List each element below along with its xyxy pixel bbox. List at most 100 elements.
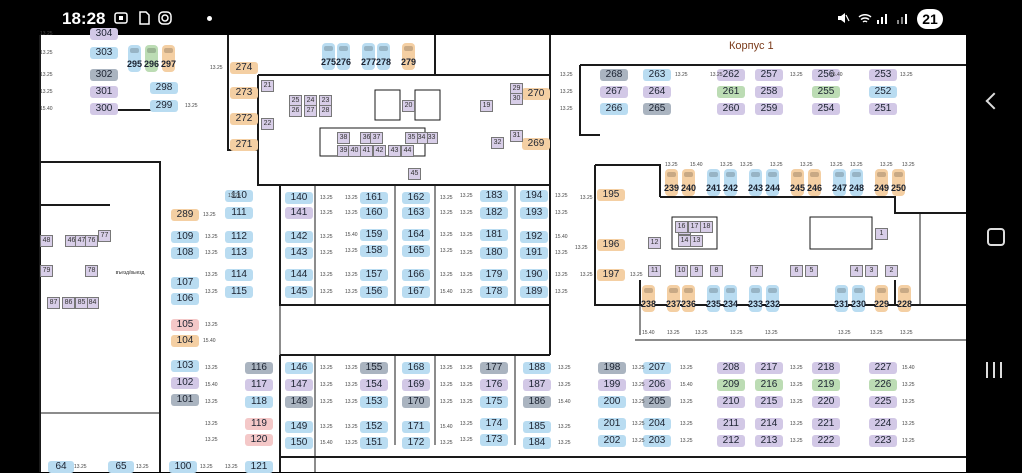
storage-cell[interactable]: 30 — [510, 93, 523, 105]
parking-spot[interactable]: 232 — [765, 285, 780, 312]
parking-spot[interactable]: 110 — [225, 190, 253, 202]
parking-spot[interactable]: 148 — [285, 396, 313, 408]
parking-spot[interactable]: 219 — [812, 379, 840, 391]
parking-spot[interactable]: 180 — [480, 247, 508, 259]
parking-spot[interactable]: 210 — [717, 396, 745, 408]
storage-cell[interactable]: 13 — [690, 235, 703, 247]
parking-spot[interactable]: 178 — [480, 286, 508, 298]
storage-cell[interactable]: 12 — [648, 237, 661, 249]
parking-spot[interactable]: 249 — [874, 169, 889, 196]
storage-cell[interactable]: 48 — [40, 235, 53, 247]
parking-spot[interactable]: 102 — [171, 377, 199, 389]
storage-cell[interactable]: 16 — [675, 221, 688, 233]
parking-spot[interactable]: 194 — [520, 190, 548, 202]
parking-spot[interactable]: 151 — [360, 437, 388, 449]
parking-spot[interactable]: 188 — [523, 362, 551, 374]
parking-spot[interactable]: 238 — [641, 285, 656, 312]
storage-cell[interactable]: 77 — [98, 230, 111, 242]
parking-spot[interactable]: 212 — [717, 435, 745, 447]
parking-spot[interactable]: 174 — [480, 418, 508, 430]
parking-spot[interactable]: 224 — [869, 418, 897, 430]
storage-cell[interactable]: 18 — [700, 221, 713, 233]
parking-spot[interactable]: 182 — [480, 207, 508, 219]
parking-spot[interactable]: 231 — [834, 285, 849, 312]
parking-spot[interactable]: 147 — [285, 379, 313, 391]
parking-spot[interactable]: 218 — [812, 362, 840, 374]
parking-spot[interactable]: 200 — [598, 396, 626, 408]
parking-spot[interactable]: 295 — [127, 45, 142, 72]
parking-spot[interactable]: 161 — [360, 192, 388, 204]
parking-spot[interactable]: 303 — [90, 47, 118, 59]
parking-spot[interactable]: 65 — [108, 461, 134, 473]
parking-spot[interactable]: 296 — [144, 45, 159, 72]
parking-spot[interactable]: 100 — [169, 461, 197, 473]
parking-spot[interactable]: 120 — [245, 434, 273, 446]
parking-spot[interactable]: 234 — [723, 285, 738, 312]
parking-spot[interactable]: 260 — [717, 103, 745, 115]
parking-spot[interactable]: 185 — [523, 421, 551, 433]
parking-spot[interactable]: 105 — [171, 319, 199, 331]
parking-spot[interactable]: 171 — [402, 421, 430, 433]
storage-cell[interactable]: 35 — [405, 132, 418, 144]
storage-cell[interactable]: 45 — [408, 168, 421, 180]
parking-spot[interactable]: 205 — [643, 396, 671, 408]
parking-spot[interactable]: 269 — [522, 138, 550, 150]
parking-spot[interactable]: 108 — [171, 247, 199, 259]
parking-spot[interactable]: 166 — [402, 269, 430, 281]
parking-spot[interactable]: 156 — [360, 286, 388, 298]
parking-spot[interactable]: 250 — [891, 169, 906, 196]
parking-spot[interactable]: 164 — [402, 229, 430, 241]
parking-spot[interactable]: 177 — [480, 362, 508, 374]
storage-cell[interactable]: 6 — [790, 265, 803, 277]
parking-spot[interactable]: 298 — [150, 82, 178, 94]
back-icon[interactable] — [985, 92, 1003, 110]
parking-spot[interactable]: 230 — [851, 285, 866, 312]
storage-cell[interactable]: 78 — [85, 265, 98, 277]
parking-spot[interactable]: 237 — [666, 285, 681, 312]
parking-spot[interactable]: 257 — [755, 69, 783, 81]
parking-spot[interactable]: 209 — [717, 379, 745, 391]
parking-spot[interactable]: 152 — [360, 421, 388, 433]
storage-cell[interactable]: 85 — [75, 297, 88, 309]
parking-spot[interactable]: 145 — [285, 286, 313, 298]
parking-spot[interactable]: 103 — [171, 360, 199, 372]
parking-spot[interactable]: 304 — [90, 28, 118, 40]
parking-spot[interactable]: 154 — [360, 379, 388, 391]
parking-spot[interactable]: 165 — [402, 245, 430, 257]
parking-spot[interactable]: 247 — [832, 169, 847, 196]
parking-spot[interactable]: 173 — [480, 434, 508, 446]
parking-spot[interactable]: 186 — [523, 396, 551, 408]
storage-cell[interactable]: 31 — [510, 130, 523, 142]
parking-spot[interactable]: 254 — [812, 103, 840, 115]
parking-spot[interactable]: 201 — [598, 418, 626, 430]
storage-cell[interactable]: 26 — [289, 105, 302, 117]
parking-spot[interactable]: 159 — [360, 229, 388, 241]
storage-cell[interactable]: 38 — [337, 132, 350, 144]
parking-spot[interactable]: 220 — [812, 396, 840, 408]
parking-spot[interactable]: 259 — [755, 103, 783, 115]
parking-spot[interactable]: 187 — [523, 379, 551, 391]
storage-cell[interactable]: 11 — [648, 265, 661, 277]
parking-spot[interactable]: 146 — [285, 362, 313, 374]
parking-spot[interactable]: 168 — [402, 362, 430, 374]
parking-spot[interactable]: 268 — [600, 69, 628, 81]
parking-spot[interactable]: 193 — [520, 207, 548, 219]
parking-spot[interactable]: 140 — [285, 192, 313, 204]
parking-spot[interactable]: 211 — [717, 418, 745, 430]
parking-spot[interactable]: 176 — [480, 379, 508, 391]
parking-spot[interactable]: 235 — [706, 285, 721, 312]
parking-spot[interactable]: 261 — [717, 86, 745, 98]
storage-cell[interactable]: 1 — [875, 228, 888, 240]
parking-spot[interactable]: 184 — [523, 437, 551, 449]
parking-spot[interactable]: 226 — [869, 379, 897, 391]
parking-spot[interactable]: 221 — [812, 418, 840, 430]
parking-spot[interactable]: 109 — [171, 231, 199, 243]
parking-spot[interactable]: 181 — [480, 229, 508, 241]
storage-cell[interactable]: 20 — [402, 100, 415, 112]
parking-spot[interactable]: 252 — [869, 86, 897, 98]
parking-spot[interactable]: 267 — [600, 86, 628, 98]
parking-spot[interactable]: 228 — [897, 285, 912, 312]
parking-spot[interactable]: 227 — [869, 362, 897, 374]
parking-spot[interactable]: 197 — [597, 269, 625, 281]
parking-spot[interactable]: 119 — [245, 418, 273, 430]
